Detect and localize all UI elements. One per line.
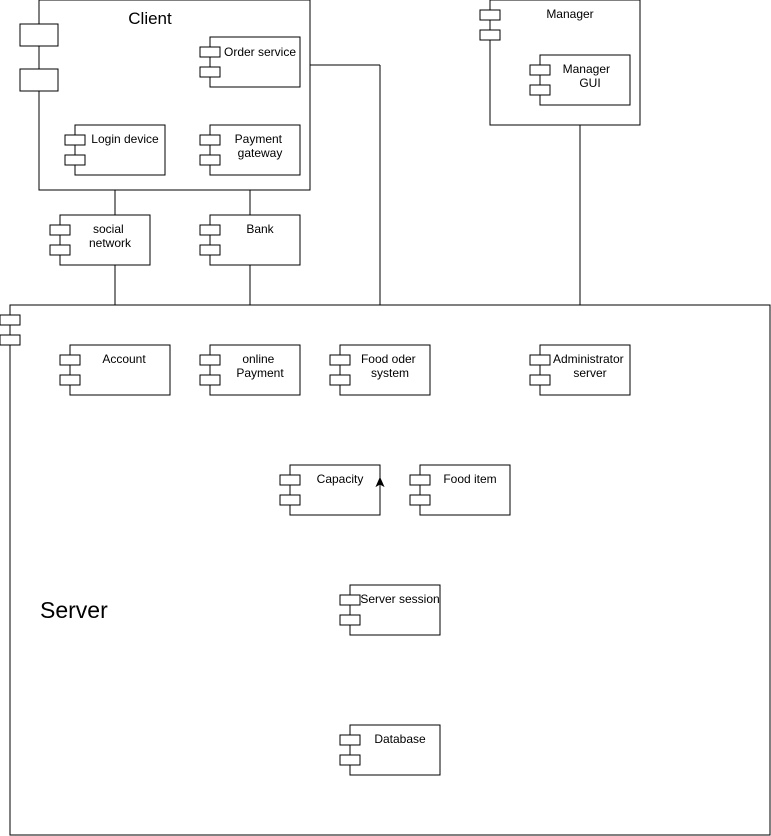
food-item-component: Food item [409,464,511,516]
order-service-label: Order service [224,45,296,59]
food-oder-system-component: Food oder system [329,344,431,396]
social-network-label: social network [89,222,132,250]
payment-gateway-label: Payment gateway [235,132,286,160]
administrator-server-component: Administrator server [529,344,631,396]
server-session-component: Server session [339,584,441,636]
manager-gui-component: Manager GUI [529,54,631,106]
food-item-label: Food item [443,472,496,486]
capacity-label: Capacity [317,472,364,486]
client-title: Client [128,9,172,28]
account-component: Account [59,344,171,396]
online-payment-component: online Payment [199,344,301,396]
arrow-up-icon [375,476,385,488]
login-device-label: Login device [91,132,159,146]
account-label: Account [102,352,146,366]
social-network-component: social network [49,214,151,266]
administrator-server-label: Administrator server [553,352,627,380]
login-device-component: Login device [64,124,166,176]
bank-component: Bank [199,214,301,266]
bank-label: Bank [246,222,274,236]
manager-title: Manager [546,7,593,21]
client-port-top [19,23,59,47]
server-session-label: Server session [360,592,439,606]
food-oder-system-label: Food oder system [361,352,419,380]
payment-gateway-component: Payment gateway [199,124,301,176]
database-component: Database [339,724,441,776]
client-port-bottom [19,68,59,92]
server-title: Server [40,597,108,623]
database-label: Database [374,732,426,746]
online-payment-label: online Payment [236,352,284,380]
order-service-component: Order service [199,36,301,88]
manager-gui-label: Manager GUI [563,62,614,90]
capacity-component: Capacity [279,464,385,516]
